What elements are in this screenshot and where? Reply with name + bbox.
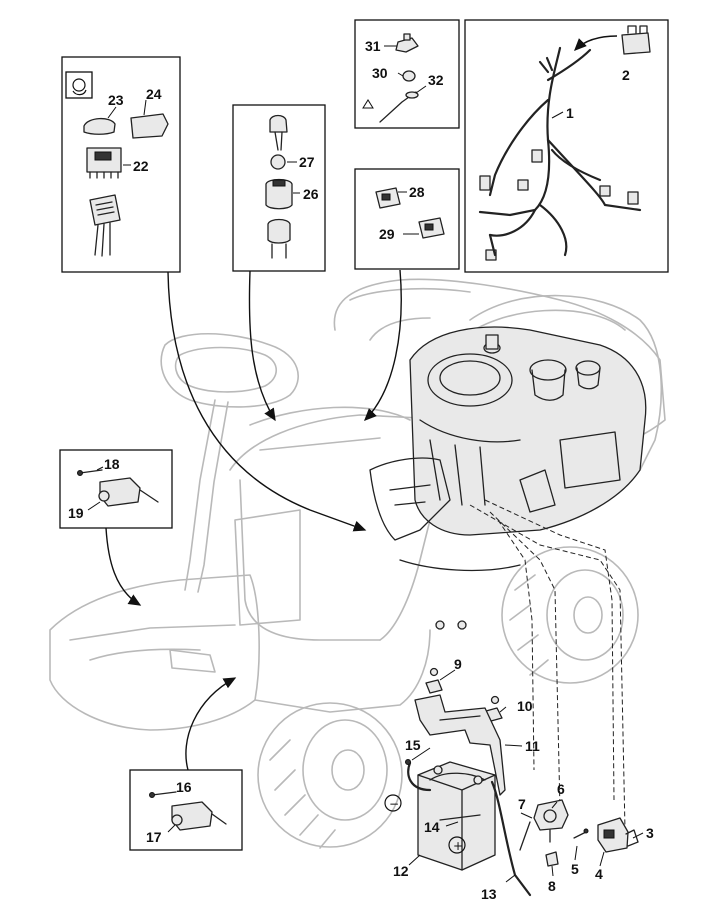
panel-seat-switch	[59, 449, 173, 529]
battery-plus-marker	[448, 836, 466, 854]
mower-body-outline	[49, 278, 666, 849]
panel-headlight-switch	[61, 56, 181, 273]
label-part-17: 17	[146, 829, 162, 845]
label-part-22: 22	[133, 158, 149, 174]
label-part-13: 13	[481, 886, 497, 902]
wiring-dashed-paths	[469, 499, 626, 831]
locator-arrows	[105, 269, 402, 771]
panel-relays	[354, 168, 460, 270]
panel-ignition	[232, 104, 326, 272]
label-part-11: 11	[525, 738, 540, 754]
label-part-6: 6	[557, 781, 565, 797]
engine	[369, 326, 647, 630]
label-part-9: 9	[454, 656, 462, 672]
label-part-30: 30	[372, 65, 388, 81]
label-part-28: 28	[409, 184, 425, 200]
panel-brake-switch	[129, 769, 243, 851]
label-part-27: 27	[299, 154, 315, 170]
label-part-18: 18	[104, 456, 120, 472]
battery-assembly	[384, 667, 644, 897]
warning-triangle-icon	[362, 99, 374, 109]
label-part-12: 12	[393, 863, 409, 879]
panel-wiring-harness	[464, 19, 669, 273]
label-part-29: 29	[379, 226, 395, 242]
label-part-2: 2	[622, 67, 630, 83]
battery-plus-symbol: +	[453, 839, 463, 853]
label-part-31: 31	[365, 38, 381, 54]
label-part-16: 16	[176, 779, 192, 795]
label-part-19: 19	[68, 505, 84, 521]
label-part-5: 5	[571, 861, 579, 877]
part-labels: 1 2 3 4 5 6 7 8 9 10 11 12 13 14 15 16 1…	[68, 38, 654, 902]
label-part-24: 24	[146, 86, 162, 102]
battery-minus-symbol: −	[389, 797, 399, 811]
label-part-15: 15	[405, 737, 421, 753]
panel-small-parts	[354, 19, 460, 129]
label-part-10: 10	[517, 698, 533, 714]
battery-minus-marker	[384, 794, 402, 812]
headlight-switch-icon	[65, 71, 93, 99]
label-part-26: 26	[303, 186, 319, 202]
label-part-8: 8	[548, 878, 556, 894]
label-part-32: 32	[428, 72, 444, 88]
label-part-4: 4	[595, 866, 603, 882]
label-part-1: 1	[566, 105, 574, 121]
label-part-14: 14	[424, 819, 440, 835]
label-part-3: 3	[646, 825, 654, 841]
label-part-7: 7	[518, 796, 526, 812]
label-part-23: 23	[108, 92, 124, 108]
